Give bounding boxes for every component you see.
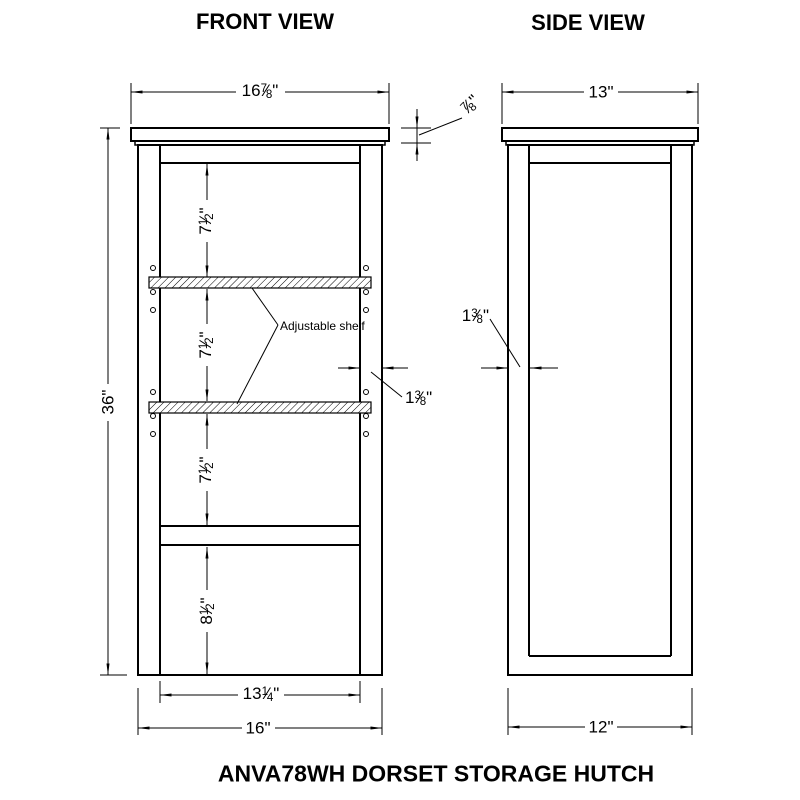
dim-unit: " <box>196 456 216 463</box>
adjustable-shelf-label: Adjustable shelf <box>280 319 365 333</box>
dim-front-stile-width: 13⁄8" <box>405 389 432 409</box>
dim-line-side-top-depth <box>501 83 699 124</box>
dim-front-height: 36" <box>98 389 118 415</box>
dim-unit: " <box>426 388 433 408</box>
front-fixed-shelf <box>160 525 360 546</box>
dim-frac-num: 3 <box>471 307 478 320</box>
dim-frac-den: 2 <box>204 462 217 469</box>
shelf-pin-holes <box>150 265 369 437</box>
dim-front-case-width: 16" <box>246 720 271 737</box>
dim-frac-den: 8 <box>265 89 273 102</box>
dim-unit: " <box>98 389 118 396</box>
dim-line-front-stile <box>338 366 408 398</box>
front-stile-leader <box>370 371 403 398</box>
dim-bottom-section-height: 81⁄2" <box>197 597 218 625</box>
dim-unit: " <box>607 82 614 102</box>
dim-whole: 1 <box>461 306 472 326</box>
dim-line-side-stile <box>481 318 558 370</box>
dim-unit: " <box>272 81 279 101</box>
adjustable-shelf-1 <box>148 276 372 289</box>
dim-whole: 36 <box>98 395 118 415</box>
dim-frac-den: 2 <box>204 213 217 220</box>
dim-frac-num: 1 <box>261 685 269 698</box>
dim-frac-den: 4 <box>266 692 274 705</box>
view-title-front: FRONT VIEW <box>195 9 335 34</box>
fraction-slash: ⁄ <box>266 684 269 704</box>
dim-unit: " <box>197 597 217 604</box>
dim-unit: " <box>273 684 280 704</box>
side-stile-leader <box>489 318 521 368</box>
dim-whole: 8 <box>197 615 217 625</box>
view-title-side: SIDE VIEW <box>531 10 645 35</box>
front-view-dimension-lines <box>100 83 463 735</box>
dim-shelf-gap-upper: 71⁄2" <box>196 207 217 235</box>
adjustable-shelf-leaders <box>236 287 279 405</box>
dim-side-top-depth: 13" <box>589 84 614 101</box>
dim-front-interior-width: 131⁄4" <box>243 685 280 705</box>
product-title: ANVA78WH DORSET STORAGE HUTCH <box>217 760 655 787</box>
dim-shelf-gap-middle: 71⁄2" <box>196 331 217 359</box>
dim-unit: " <box>264 718 271 738</box>
dim-whole: 13 <box>588 82 608 102</box>
dim-frac-den: 2 <box>204 337 217 344</box>
fraction-slash: ⁄ <box>265 81 268 101</box>
dim-frac-den: 8 <box>476 314 483 327</box>
dim-line-top-thickness <box>401 109 463 161</box>
dim-line-front-height <box>100 127 127 676</box>
dim-line-front-case-width <box>137 688 383 735</box>
dim-line-side-case-depth <box>507 688 693 735</box>
dim-frac-den: 8 <box>419 396 427 409</box>
top-thickness-leader <box>418 117 463 136</box>
dim-whole: 16 <box>241 81 261 101</box>
dim-shelf-gap-lower: 71⁄2" <box>196 456 217 484</box>
dim-frac-den: 2 <box>205 603 218 610</box>
dim-whole: 7 <box>196 474 216 484</box>
side-top-board <box>501 127 699 142</box>
front-case-outline <box>137 144 383 676</box>
adjustable-shelf-2 <box>148 401 372 414</box>
dim-whole: 12 <box>588 717 608 737</box>
side-case-outline <box>507 144 693 676</box>
dim-line-front-top-width <box>130 83 390 124</box>
dim-line-front-interior-width <box>159 681 361 703</box>
dim-front-top-width: 167⁄8" <box>242 82 279 102</box>
dim-unit: " <box>482 306 489 326</box>
dim-whole: 16 <box>245 718 265 738</box>
side-view-drawing <box>501 127 699 676</box>
dim-side-case-depth: 12" <box>589 719 614 736</box>
dim-whole: 7 <box>196 349 216 359</box>
front-view-drawing <box>130 127 390 676</box>
front-top-board <box>130 127 390 142</box>
dim-frac-num: 3 <box>414 389 421 402</box>
dim-side-stile-width: 13⁄8" <box>462 307 489 327</box>
dim-unit: " <box>196 331 216 338</box>
side-view-dimension-lines <box>481 83 699 735</box>
dim-whole: 1 <box>405 388 415 408</box>
dim-frac-num: 7 <box>260 82 268 95</box>
dim-unit: " <box>196 207 216 214</box>
fraction-slash: ⁄ <box>418 388 422 408</box>
dim-whole: 7 <box>196 225 216 235</box>
fraction-slash: ⁄ <box>475 306 479 326</box>
dim-unit: " <box>607 717 614 737</box>
dim-whole: 13 <box>242 684 262 704</box>
